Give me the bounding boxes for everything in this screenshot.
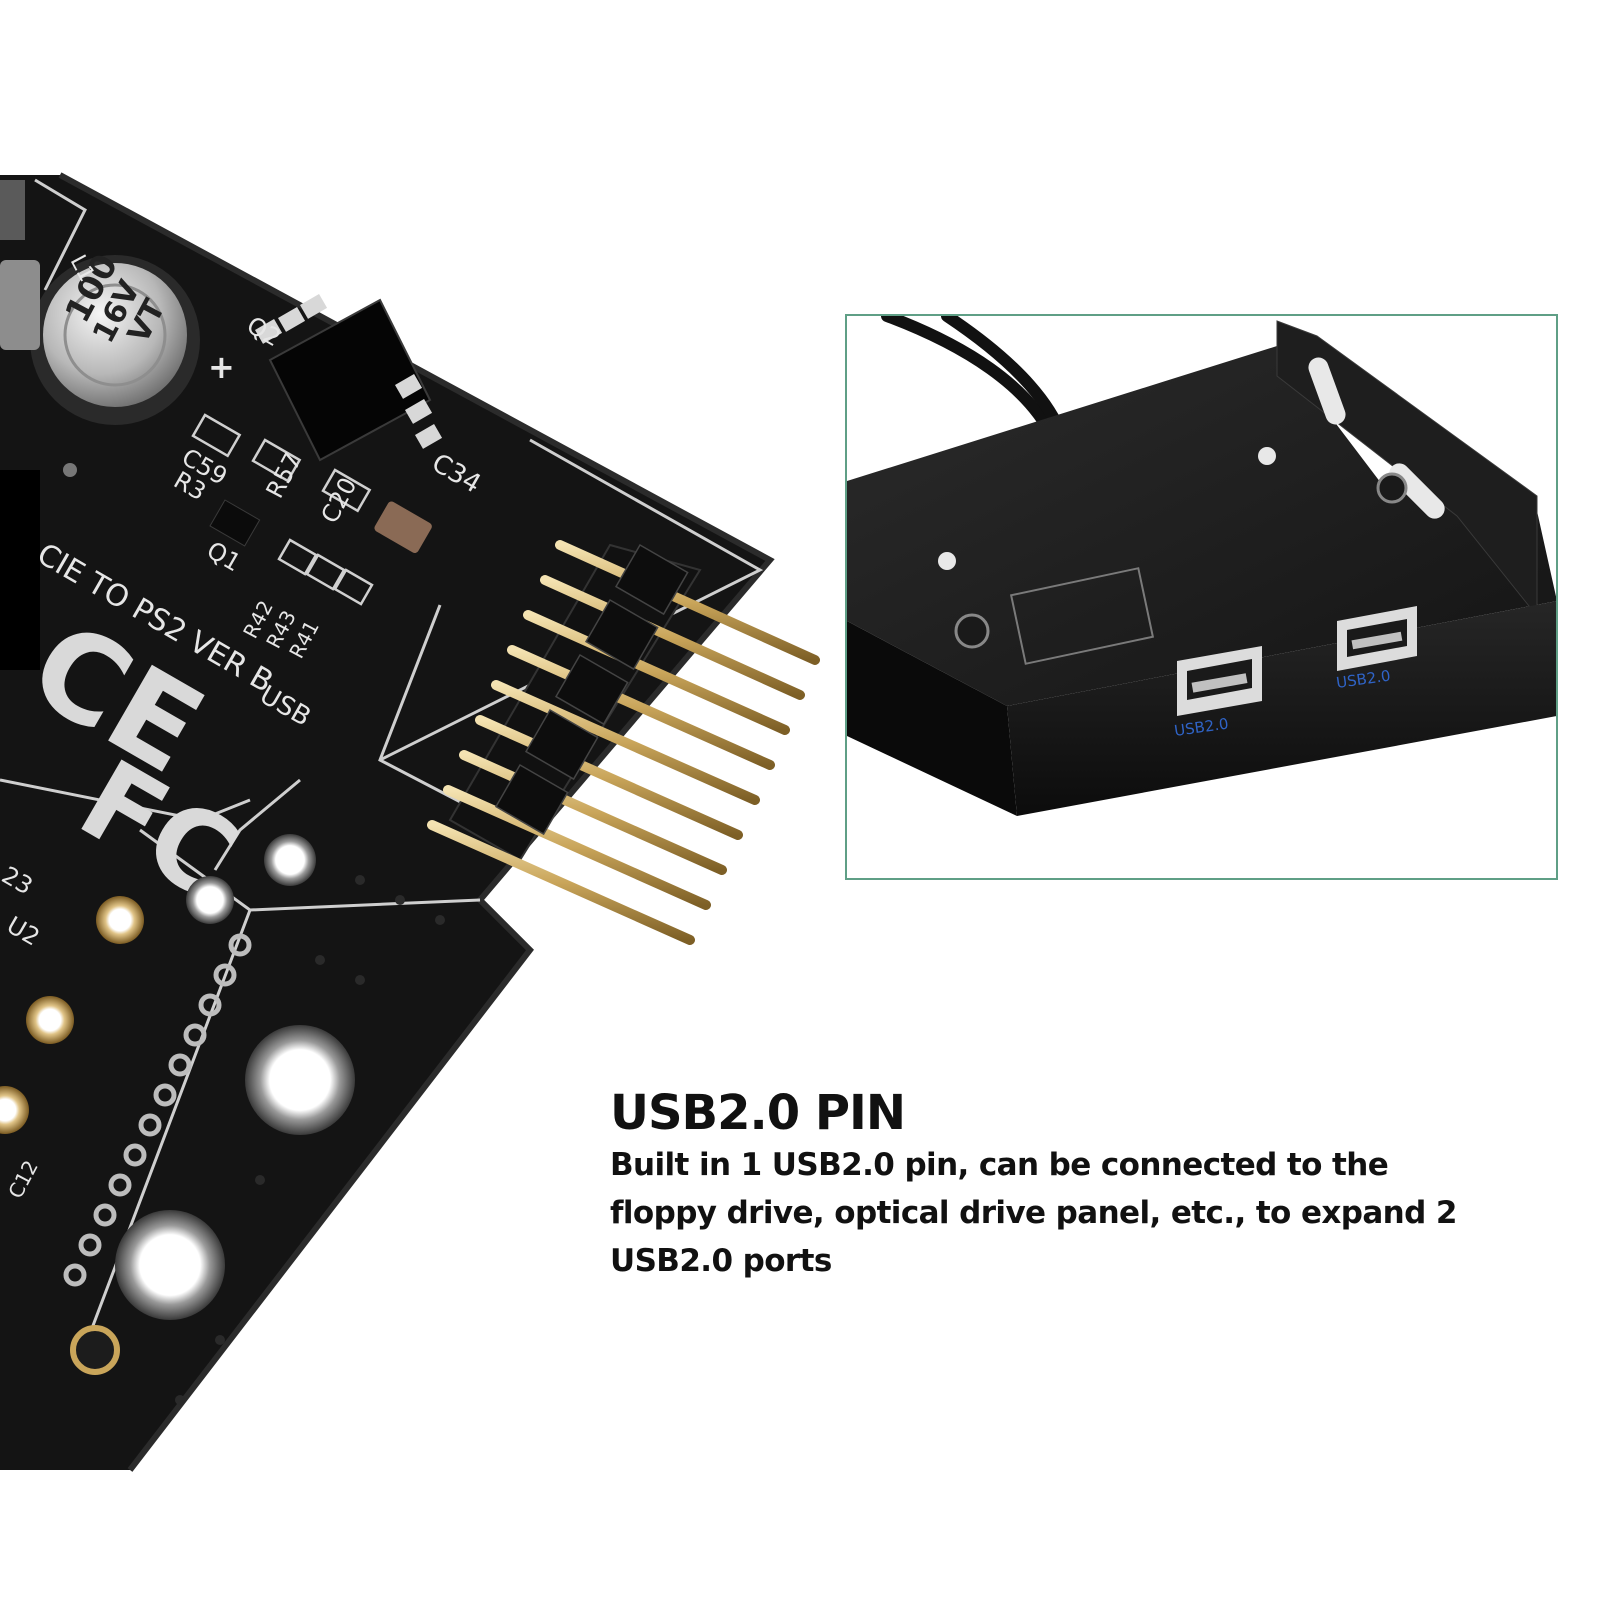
usb-port-2: USB2.0	[1335, 606, 1417, 692]
usb2-pin-header	[427, 540, 820, 945]
pcb-board	[0, 175, 770, 1470]
regulator-q2	[255, 294, 443, 462]
caption-title: USB2.0 PIN	[610, 1085, 906, 1141]
panel-front	[1007, 601, 1556, 816]
silkscreen-outlines	[0, 178, 764, 1361]
ceramic-capacitor	[374, 501, 432, 553]
usb-cables	[881, 316, 1068, 442]
caption-body: Built in 1 USB2.0 pin, can be connected …	[610, 1147, 1458, 1279]
electrolytic-capacitor: 100 16V VT	[30, 248, 200, 425]
smd-pads	[191, 413, 374, 606]
mount-hole	[245, 1025, 355, 1135]
caption: USB2.0 PIN Built in 1 USB2.0 pin, can be…	[610, 1085, 1510, 1285]
mount-hole	[115, 1210, 225, 1320]
usb-front-panel-photo: USB2.0 USB2.0	[847, 316, 1556, 816]
label-plus: +	[208, 348, 235, 386]
inset-photo-frame: USB2.0 USB2.0	[845, 314, 1558, 880]
